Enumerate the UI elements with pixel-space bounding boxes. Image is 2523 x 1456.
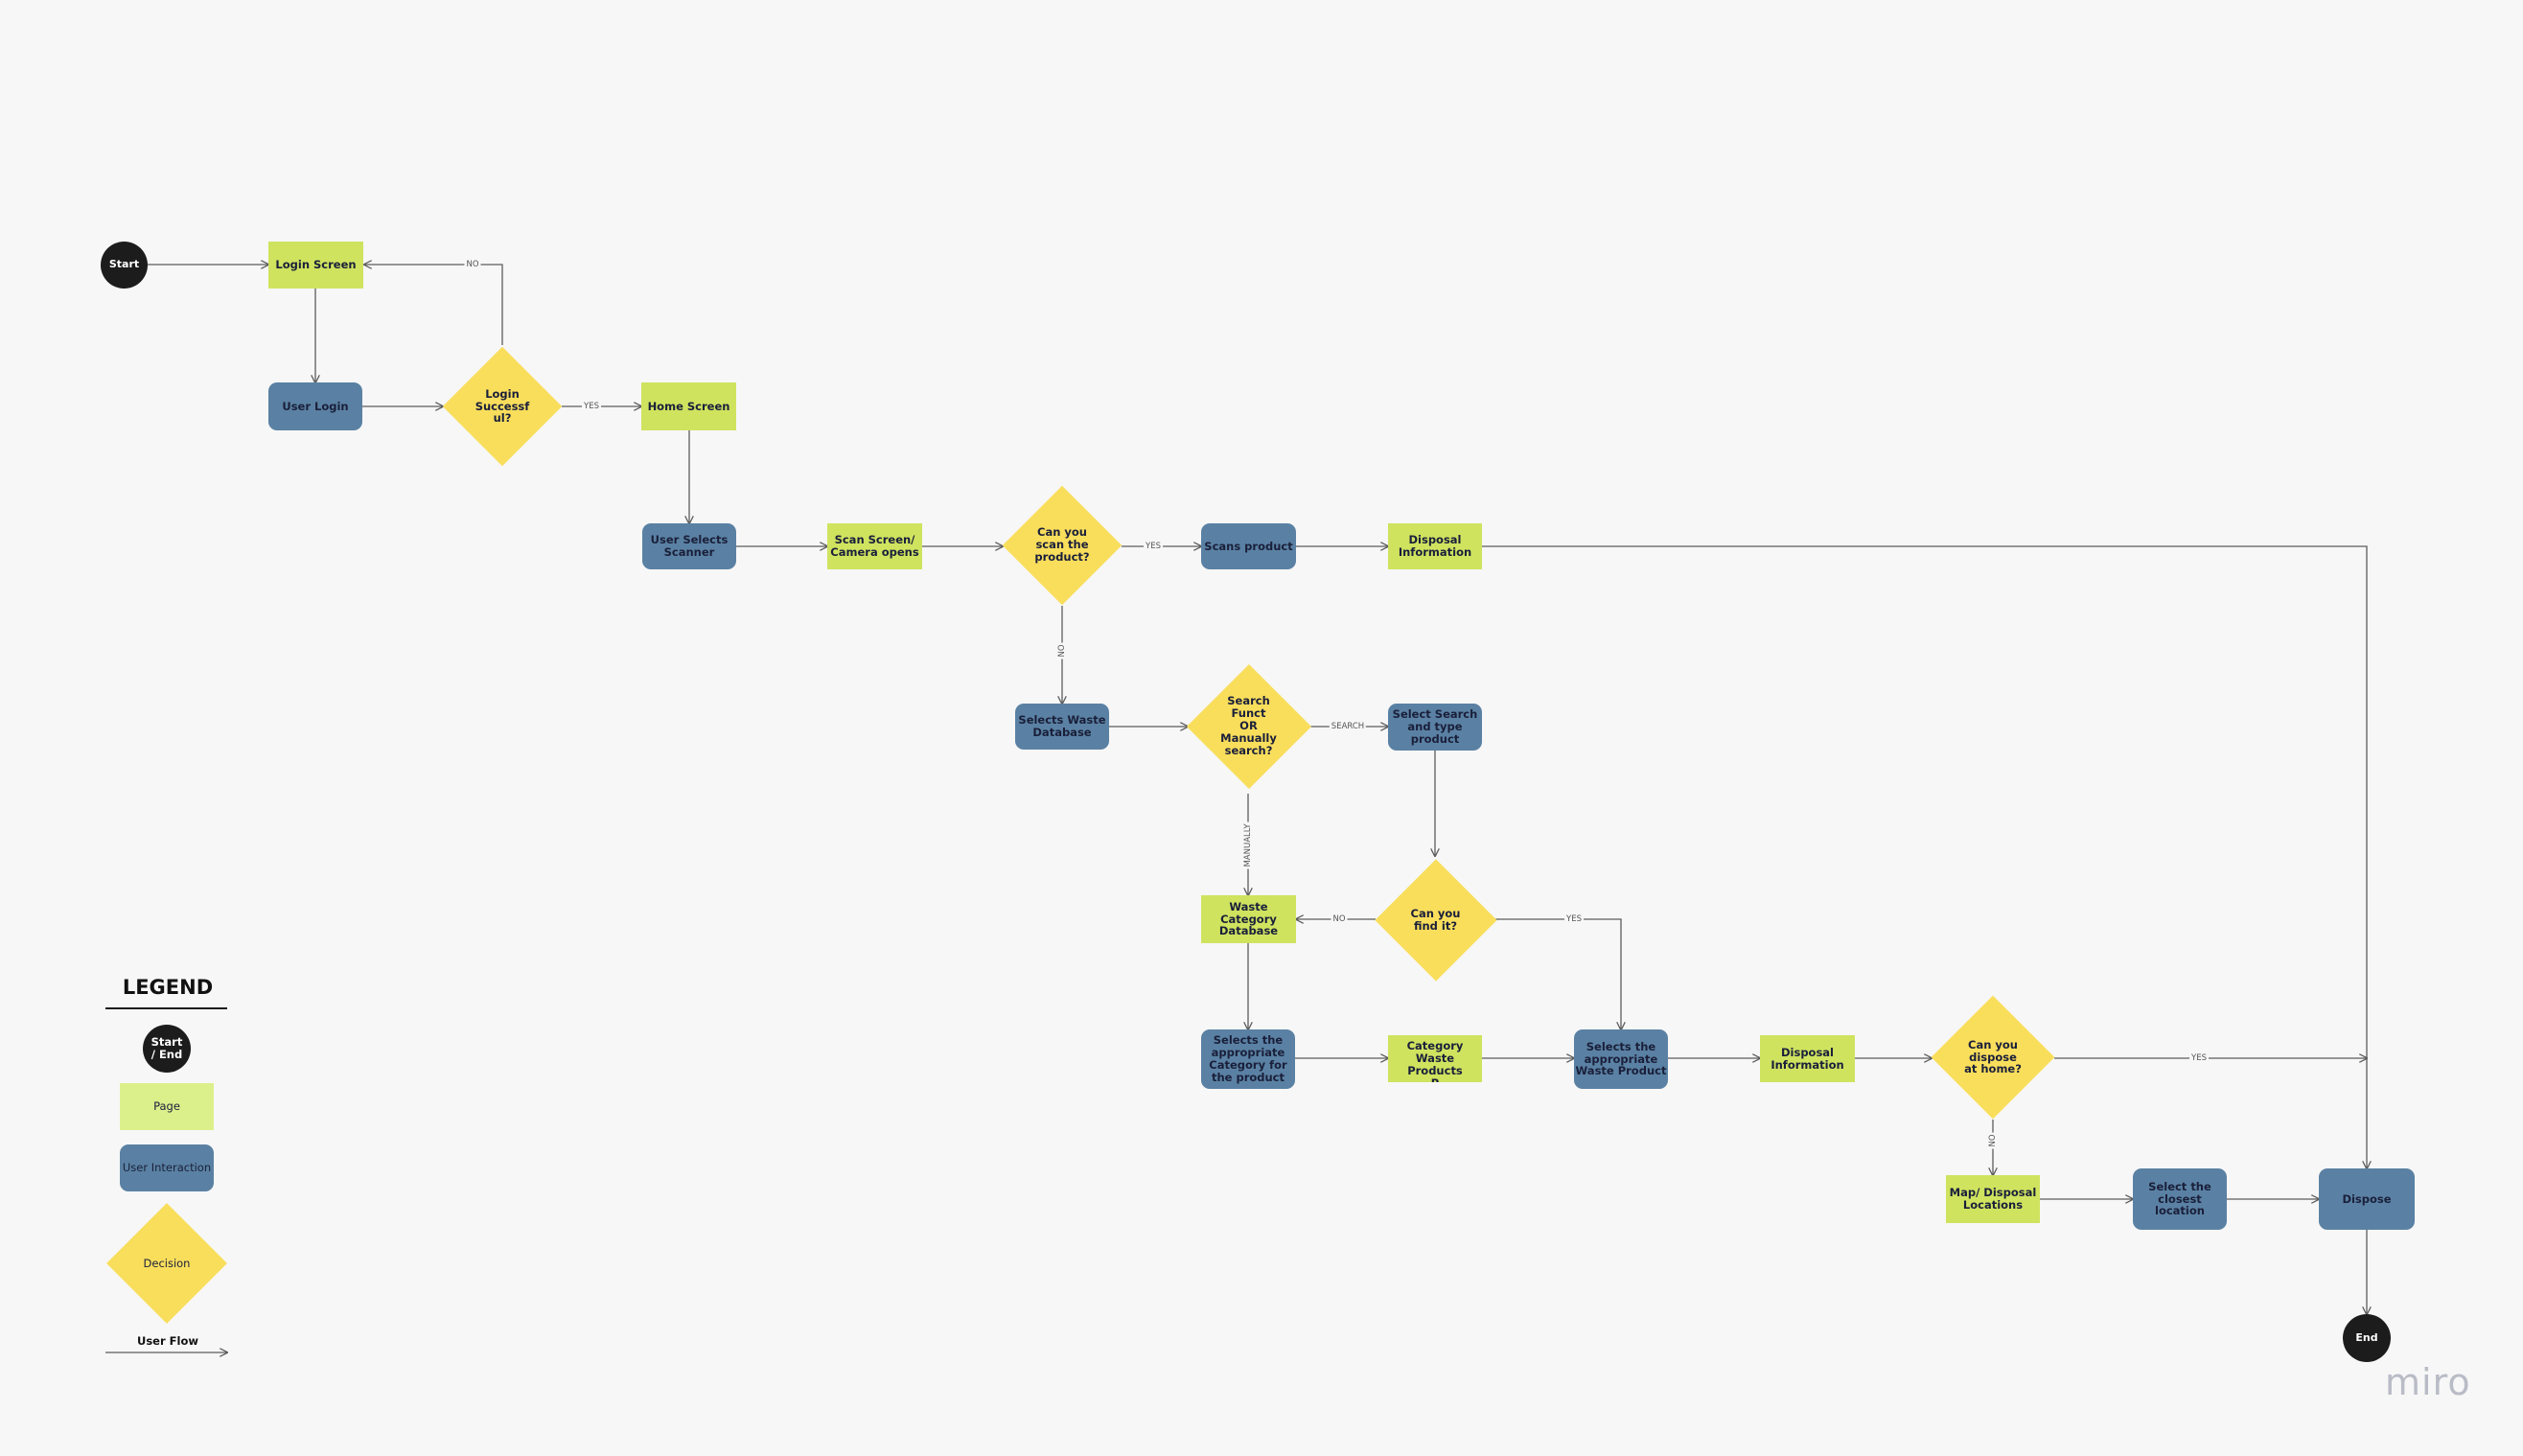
end-node[interactable]: End [2343,1314,2391,1362]
edge-label-no: NO [464,260,481,269]
edge-label-yes: YES [2189,1053,2209,1063]
edge-label-manually: MANUALLY [1243,821,1253,869]
can-you-find-it-decision[interactable]: Can you find it? [1374,856,1497,983]
legend-divider [105,1007,227,1009]
can-you-scan-decision[interactable]: Can you scan the product? [1002,484,1123,606]
search-or-manual-decision[interactable]: Search Funct OR Manually search? [1186,659,1311,794]
miro-watermark: miro [2385,1361,2471,1403]
legend-start-end-swatch: Start / End [143,1025,191,1073]
legend-decision-swatch: Decision [106,1203,227,1324]
edge-label-yes: YES [582,402,601,411]
dispose-interaction[interactable]: Dispose [2319,1168,2415,1230]
legend-user-interaction-swatch: User Interaction [120,1144,214,1191]
disposal-information-page-2[interactable]: Disposal Information [1760,1035,1855,1082]
login-screen-page[interactable]: Login Screen [268,242,363,289]
selects-waste-database-interaction[interactable]: Selects Waste Database [1015,704,1109,750]
home-screen-page[interactable]: Home Screen [641,382,736,430]
user-selects-scanner-interaction[interactable]: User Selects Scanner [642,523,736,569]
selects-appropriate-waste-product-interaction[interactable]: Selects the appropriate Waste Product [1574,1029,1668,1089]
edge-label-search: SEARCH [1329,722,1367,731]
edge-label-no: NO [1331,914,1348,924]
edge-label-yes: YES [1564,914,1584,924]
start-node[interactable]: Start [101,242,148,289]
select-closest-location-interaction[interactable]: Select the closest location [2133,1168,2227,1230]
login-successful-label: Login Successf ul? [475,386,530,426]
category-waste-products-page[interactable]: Category Waste Products P [1388,1035,1482,1082]
search-or-manual-label: Search Funct OR Manually search? [1220,694,1277,757]
select-search-type-product-interaction[interactable]: Select Search and type product [1388,704,1482,751]
edge-login-no-to-login-screen [364,265,503,345]
map-disposal-locations-page[interactable]: Map/ Disposal Locations [1946,1175,2040,1223]
legend-title: LEGEND [122,976,214,999]
edge-label-yes: YES [1144,542,1163,551]
can-dispose-at-home-decision[interactable]: Can you dispose at home? [1931,995,2055,1120]
edge-label-no: NO [1988,1132,1998,1149]
scans-product-interaction[interactable]: Scans product [1201,523,1296,569]
edge-find-it-yes-to-waste-product [1495,918,1621,1029]
edge-label-no: NO [1057,642,1067,659]
login-successful-decision[interactable]: Login Successf ul? [442,345,563,468]
can-you-find-it-label: Can you find it? [1410,906,1461,933]
legend-decision-label: Decision [143,1256,191,1270]
disposal-information-page[interactable]: Disposal Information [1388,523,1482,569]
edge-disposal-info-to-dispose [1482,545,2367,1168]
can-dispose-at-home-label: Can you dispose at home? [1964,1037,2022,1076]
selects-appropriate-category-interaction[interactable]: Selects the appropriate Category for the… [1201,1029,1295,1089]
can-you-scan-label: Can you scan the product? [1034,525,1090,564]
legend-page-swatch: Page [120,1083,214,1130]
user-login-interaction[interactable]: User Login [268,382,362,430]
legend-user-flow-label: User Flow [137,1334,198,1348]
scan-screen-page[interactable]: Scan Screen/ Camera opens [827,523,922,569]
waste-category-database-page[interactable]: Waste Category Database [1201,895,1296,943]
